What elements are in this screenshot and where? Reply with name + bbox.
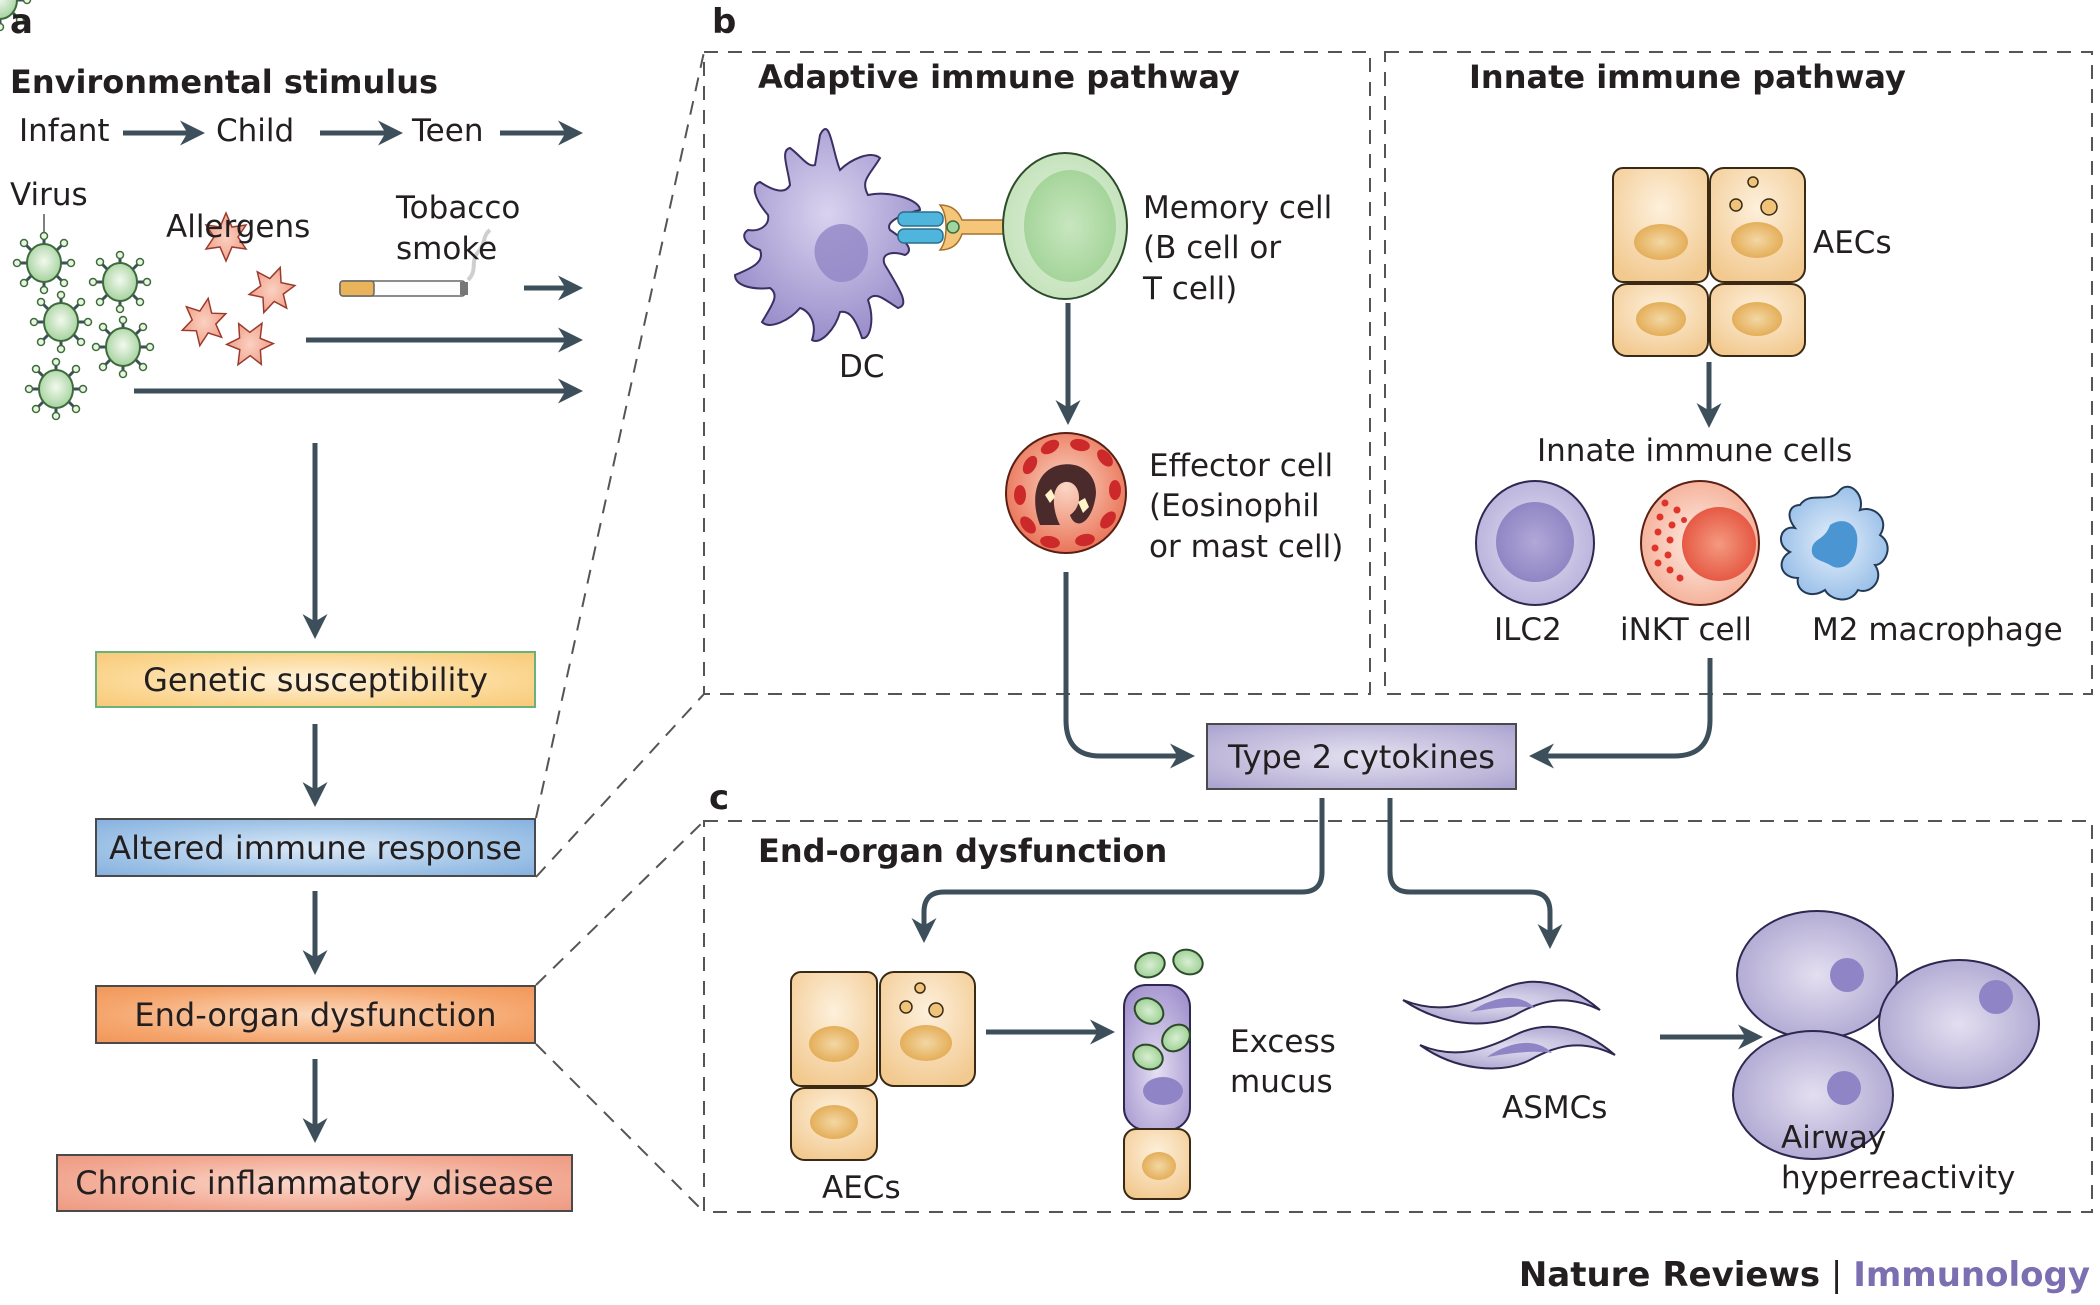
airway-line1: Airway	[1781, 1120, 1887, 1156]
allergen-star-icon	[224, 321, 276, 367]
asmcs-label: ASMCs	[1502, 1090, 1608, 1126]
smoke-label-text: smoke	[396, 231, 498, 267]
airway-cells-icon	[1732, 910, 2040, 1160]
end-organ-panel-outline	[703, 820, 2093, 1213]
zoom-connector-c-bottom	[535, 1043, 705, 1213]
m2-macrophage-icon	[1780, 485, 1889, 601]
inkt-cell-icon	[1640, 480, 1760, 606]
arrow-effector-to-cytokines	[1063, 572, 1195, 769]
cigarette-icon	[339, 228, 492, 297]
timeline-child: Child	[216, 113, 295, 149]
excess-mucus-label: Excess mucus	[1230, 1022, 1336, 1103]
memory-cell-line1: Memory cell	[1143, 190, 1333, 226]
memory-cell-line3: T cell)	[1143, 270, 1238, 307]
timeline-teen: Teen	[412, 113, 484, 149]
aec-cluster-innate-icon	[1612, 167, 1806, 357]
innate-panel-outline	[1384, 51, 2093, 695]
environmental-stimulus-heading: Environmental stimulus	[10, 63, 439, 101]
innate-aecs-label: AECs	[1813, 225, 1892, 261]
end-organ-dysfunction-box: End-organ dysfunction	[95, 985, 536, 1044]
journal-name: Immunology	[1853, 1255, 2090, 1295]
type2-cytokines-label: Type 2 cytokines	[1228, 737, 1495, 776]
dendritic-cell-icon	[733, 128, 922, 342]
chronic-inflammatory-disease-box: Chronic inflammatory disease	[56, 1154, 573, 1212]
innate-immune-cells-label: Innate immune cells	[1537, 433, 1853, 469]
arrow-cytokines-to-asmcs	[1387, 798, 1563, 949]
airway-hyperreactivity-label: Airway hyperreactivity	[1781, 1118, 2015, 1199]
type2-cytokines-box: Type 2 cytokines	[1206, 723, 1517, 790]
mucus-granules-icon	[1132, 948, 1204, 1071]
virus-icon	[12, 231, 76, 295]
m2-macrophage-label: M2 macrophage	[1812, 612, 2063, 648]
journal-credit: Nature Reviews | Immunology	[1519, 1255, 2090, 1295]
allergen-star-icon	[247, 265, 297, 315]
timeline-infant: Infant	[19, 113, 110, 149]
end-organ-dysfunction-label: End-organ dysfunction	[134, 995, 497, 1034]
arrow-cytokines-to-aecs	[911, 798, 1325, 943]
genetic-susceptibility-box: Genetic susceptibility	[95, 651, 536, 708]
chronic-inflammatory-disease-label: Chronic inflammatory disease	[75, 1164, 554, 1202]
excess-mucus-line1: Excess	[1230, 1024, 1336, 1060]
receptor-binding-icon	[897, 204, 1036, 251]
allergen-star-icon	[180, 296, 228, 348]
virus-icon	[0, 0, 32, 32]
panel-a-letter: a	[10, 2, 33, 42]
asmc-icon	[1402, 980, 1616, 1070]
virus-icon	[91, 315, 155, 379]
end-organ-aecs-label: AECs	[822, 1170, 901, 1206]
ilc2-label: ILC2	[1494, 612, 1562, 648]
memory-cell-label: Memory cell (B cell or T cell)	[1143, 188, 1332, 309]
innate-pathway-heading: Innate immune pathway	[1469, 58, 1906, 96]
zoom-connector-c-top	[535, 820, 705, 986]
effector-cell-line3: or mast cell)	[1149, 528, 1344, 565]
publisher-name: Nature Reviews	[1518, 1255, 1821, 1295]
memory-cell-line2: (B cell or	[1143, 230, 1282, 267]
altered-immune-response-box: Altered immune response	[95, 818, 536, 877]
inkt-cell-label: iNKT cell	[1620, 612, 1752, 648]
memory-cell-icon	[1002, 152, 1128, 300]
smoke-icon	[466, 228, 492, 282]
effector-cell-label: Effector cell (Eosinophil or mast cell)	[1149, 446, 1343, 567]
goblet-cell-icon	[1123, 948, 1204, 1200]
virus-icon	[24, 357, 88, 421]
altered-immune-response-label: Altered immune response	[109, 828, 522, 867]
allergen-star-icon	[204, 211, 248, 263]
allergens-label: Allergens	[166, 209, 311, 245]
adaptive-panel-outline	[703, 51, 1371, 695]
virus-icon	[88, 250, 152, 314]
credit-separator: |	[1830, 1255, 1843, 1295]
virus-icons	[0, 0, 45, 236]
airway-line2: hyperreactivity	[1781, 1160, 2016, 1197]
aec-cluster-end-organ-icon	[790, 971, 976, 1161]
virus-label: Virus	[10, 177, 88, 213]
panel-b-letter: b	[712, 2, 737, 42]
dc-label: DC	[839, 349, 885, 385]
effector-cell-line2: (Eosinophil	[1149, 488, 1320, 525]
zoom-connector-b-bottom	[535, 693, 705, 878]
ilc2-cell-icon	[1475, 480, 1595, 606]
tobacco-label: Tobacco	[396, 190, 521, 226]
arrow-innate-to-cytokines	[1529, 658, 1713, 769]
effector-cell-line1: Effector cell	[1149, 448, 1334, 484]
effector-cell-icon	[1005, 432, 1127, 554]
allergen-icons	[180, 211, 297, 367]
end-organ-heading: End-organ dysfunction	[758, 832, 1168, 870]
adaptive-pathway-heading: Adaptive immune pathway	[758, 58, 1240, 96]
panel-a-arrows	[123, 120, 583, 1143]
panel-outlines	[535, 51, 2093, 1213]
virus-icon	[29, 290, 93, 354]
genetic-susceptibility-label: Genetic susceptibility	[143, 660, 488, 699]
panel-c-letter: c	[709, 778, 730, 818]
excess-mucus-line2: mucus	[1230, 1064, 1333, 1101]
zoom-connector-b-top	[535, 51, 705, 819]
